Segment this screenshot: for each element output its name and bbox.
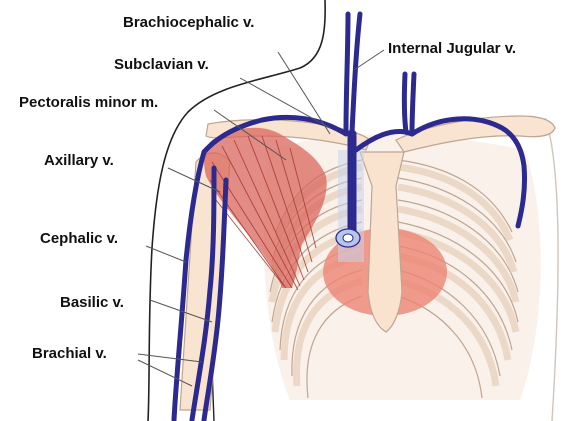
label-pectoralis-minor-muscle: Pectoralis minor m. [19, 94, 158, 111]
label-brachial-vein: Brachial v. [32, 345, 107, 362]
label-axillary-vein: Axillary v. [44, 152, 114, 169]
label-internal-jugular-vein: Internal Jugular v. [388, 40, 516, 57]
internal-jugular-vein-right-2 [412, 74, 414, 132]
label-cephalic-vein: Cephalic v. [40, 230, 118, 247]
label-basilic-vein: Basilic v. [60, 294, 124, 311]
internal-jugular-vein-left [346, 14, 348, 132]
internal-jugular-vein-right [404, 74, 406, 132]
label-brachiocephalic-vein: Brachiocephalic v. [123, 14, 254, 31]
torso-right-outline [545, 118, 558, 421]
internal-jugular-vein-left-2 [352, 14, 360, 132]
port-oval-inner [343, 234, 353, 242]
label-subclavian-vein: Subclavian v. [114, 56, 209, 73]
